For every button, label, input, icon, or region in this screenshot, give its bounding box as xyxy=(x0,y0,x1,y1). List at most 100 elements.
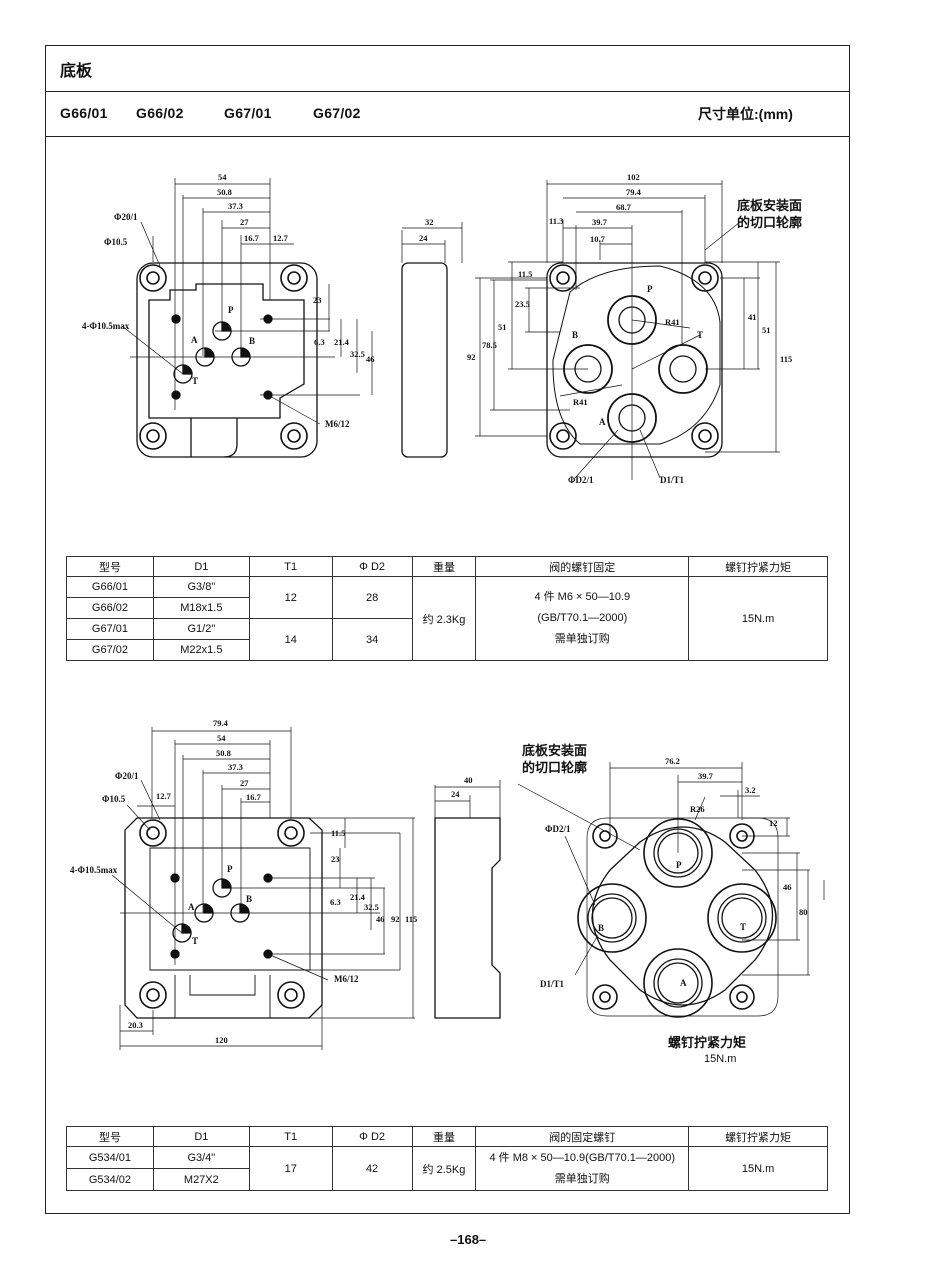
model-label: G67/01 xyxy=(224,105,272,121)
divider xyxy=(45,136,850,137)
drawing1-front-dims: 54 50.8 37.3 27 16.7 12.7 23 6.3 21.4 32… xyxy=(82,172,375,429)
header-cell: D1 xyxy=(152,1126,250,1147)
dim-27: 27 xyxy=(240,778,249,788)
drawing2-front-view xyxy=(111,727,415,1050)
label-phi20: Φ20/1 xyxy=(114,212,138,222)
dim-23-5: 23.5 xyxy=(515,299,530,309)
label-holes: 4-Φ10.5max xyxy=(82,321,130,331)
dim-46: 46 xyxy=(366,354,375,364)
weight-cell: 约 2.5Kg xyxy=(411,1146,477,1191)
model-label: G66/01 xyxy=(60,105,108,121)
table-row: G66/02 M18x1.5 xyxy=(66,597,828,619)
d1-cell: G1/2" xyxy=(152,618,250,640)
header-cell: T1 xyxy=(248,556,333,577)
dim-6-3: 6.3 xyxy=(330,897,341,907)
t1-cell: 12 xyxy=(248,576,333,619)
dim-46: 46 xyxy=(376,914,385,924)
t1-cell: 17 xyxy=(248,1146,333,1191)
dim-11-5: 11.5 xyxy=(518,269,532,279)
dim-r41: R41 xyxy=(665,317,680,327)
dim-120: 120 xyxy=(215,1035,228,1045)
dim-6-3: 6.3 xyxy=(314,337,325,347)
dim-54: 54 xyxy=(218,172,227,182)
dim-37-3: 37.3 xyxy=(228,201,243,211)
header-cell: T1 xyxy=(248,1126,333,1147)
screw-line: 需单独订购 xyxy=(554,633,610,645)
dim-32-5: 32.5 xyxy=(350,349,365,359)
screw-line: (GB/T70.1—2000) xyxy=(537,612,628,624)
dim-11-3: 11.3 xyxy=(549,216,563,226)
cutout-note-line: 的切口轮廓 xyxy=(522,760,588,775)
table-row: G67/01 G1/2" 14 34 xyxy=(66,618,828,661)
spec-table-2: 型号 D1 T1 Φ D2 重量 阀的固定螺钉 螺钉拧紧力矩 G534/01 G… xyxy=(66,1126,828,1191)
dim-23: 23 xyxy=(331,854,340,864)
label-d1-t1: D1/T1 xyxy=(660,475,685,485)
dim-46: 46 xyxy=(783,882,792,892)
drawing1-bottom-view xyxy=(475,180,780,480)
drawing2-side-dims: 40 24 xyxy=(451,775,473,799)
port-p: P xyxy=(676,860,682,870)
dim-54: 54 xyxy=(217,733,226,743)
header-cell: 型号 xyxy=(66,1126,154,1147)
dim-23: 23 xyxy=(313,295,322,305)
header-cell: 螺钉拧紧力矩 xyxy=(688,556,828,577)
screw-line: 4 件 M6 × 50—10.9 xyxy=(534,591,631,603)
dim-11-5: 11.5 xyxy=(331,828,345,838)
drawing2-bottom-view xyxy=(517,762,825,1018)
d1-cell: M27X2 xyxy=(152,1168,250,1191)
drawing1-side-view xyxy=(401,222,463,458)
dim-16-7: 16.7 xyxy=(244,233,260,243)
dim-80: 80 xyxy=(799,907,808,917)
d1-cell: M18x1.5 xyxy=(152,597,250,619)
screw-cell: 4 件 M6 × 50—10.9 (GB/T70.1—2000) 需单独订购 xyxy=(475,576,690,661)
dim-21-4: 21.4 xyxy=(334,337,350,347)
header-cell: D1 xyxy=(152,556,250,577)
model-label: G67/02 xyxy=(313,105,361,121)
dim-3-2: 3.2 xyxy=(745,785,756,795)
d1-cell: G3/4" xyxy=(152,1146,250,1169)
dim-r26: R26 xyxy=(690,804,705,814)
dim-41: 41 xyxy=(748,312,757,322)
screw-line: 需单独订购 xyxy=(554,1172,610,1185)
d2-cell: 42 xyxy=(331,1146,413,1191)
dim-12: 12 xyxy=(769,818,778,828)
label-phi10: Φ10.5 xyxy=(104,237,128,247)
page-title: 底板 xyxy=(60,63,93,80)
header-cell: 重量 xyxy=(411,1126,477,1147)
port-b: B xyxy=(246,894,252,904)
label-holes: 4-Φ10.5max xyxy=(70,865,118,875)
dim-39-7: 39.7 xyxy=(592,217,608,227)
port-t: T xyxy=(740,922,746,932)
port-b: B xyxy=(249,336,255,346)
dim-32-5: 32.5 xyxy=(364,902,379,912)
model-cell: G66/02 xyxy=(66,597,154,619)
model-cell: G534/01 xyxy=(66,1146,154,1169)
dim-12-7: 12.7 xyxy=(156,791,172,801)
dim-r41-b: R41 xyxy=(573,397,588,407)
drawing1-side-dims: 32 24 xyxy=(419,217,434,243)
d1-cell: M22x1.5 xyxy=(152,639,250,661)
dim-10-7: 10.7 xyxy=(590,234,606,244)
cutout-note-line: 底板安装面 xyxy=(737,198,803,213)
model-cell: G66/01 xyxy=(66,576,154,598)
dim-39-7: 39.7 xyxy=(698,771,714,781)
drawing2-side-view xyxy=(434,780,501,1019)
dim-16-7: 16.7 xyxy=(246,792,262,802)
header-cell: 重量 xyxy=(411,556,477,577)
table-row: G534/01 G3/4" 17 42 约 2.5Kg 4 件 M8 × 50—… xyxy=(66,1146,828,1191)
dim-21-4: 21.4 xyxy=(350,892,366,902)
port-t: T xyxy=(192,376,198,386)
dim-92: 92 xyxy=(391,914,400,924)
drawing2-front-dims: 79.4 54 50.8 37.3 27 16.7 12.7 11.5 23 6… xyxy=(70,718,417,1045)
model-cell: G67/01 xyxy=(66,618,154,640)
dim-102: 102 xyxy=(627,172,640,182)
dim-68-7: 68.7 xyxy=(616,202,632,212)
cutout-note-line: 底板安装面 xyxy=(522,743,588,758)
dim-92: 92 xyxy=(467,352,476,362)
dim-12-7: 12.7 xyxy=(273,233,289,243)
dim-76-2: 76.2 xyxy=(665,756,680,766)
port-a: A xyxy=(680,978,687,988)
port-b: B xyxy=(598,923,604,933)
label-d1-t1: D1/T1 xyxy=(540,979,565,989)
